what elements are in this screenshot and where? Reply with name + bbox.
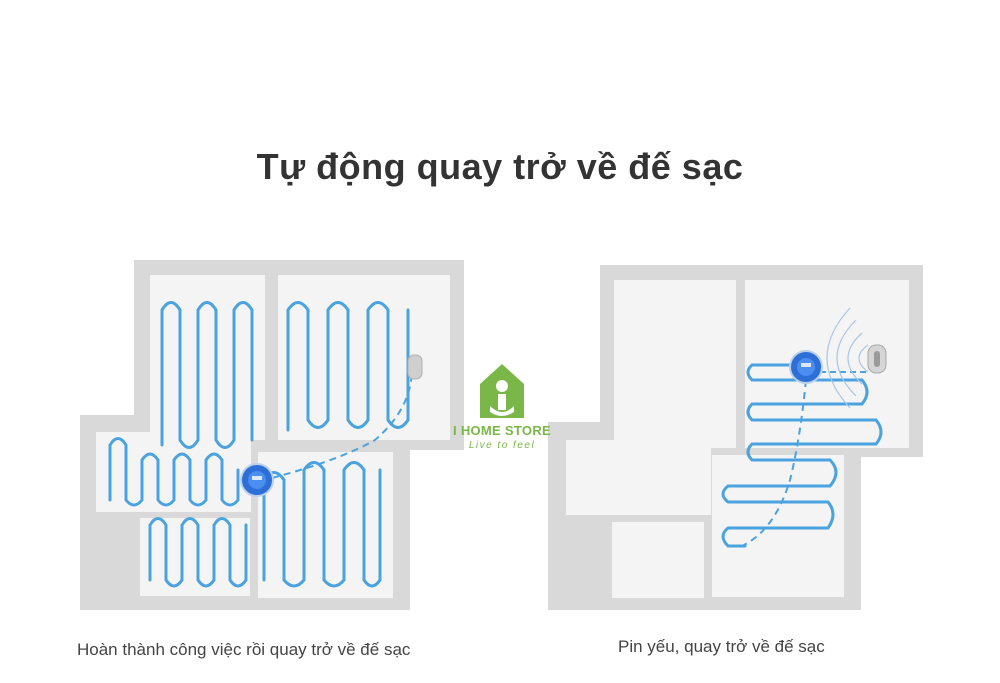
- left-return-path: [271, 371, 413, 479]
- right-return-path: [741, 379, 807, 547]
- right-walls: [548, 265, 923, 610]
- charging-dock-icon: [407, 354, 423, 380]
- logo-brand-text: I HOME STORE: [453, 423, 551, 438]
- right-cleaning-path: [721, 363, 883, 548]
- left-cleaning-path: [108, 301, 410, 588]
- robot-vacuum-icon: [240, 463, 274, 497]
- house-person-icon: [480, 364, 524, 418]
- logo-tagline: Live to feel: [468, 440, 536, 451]
- left-caption: Hoàn thành công việc rồi quay trở về đế …: [77, 640, 411, 659]
- page-title: Tự động quay trở về đế sạc: [256, 146, 744, 187]
- charging-dock-icon: [867, 344, 887, 374]
- signal-waves-icon: [826, 307, 869, 409]
- right-caption: Pin yếu, quay trở về đế sạc: [618, 637, 825, 656]
- brand-logo: I HOME STORE Live to feel: [444, 360, 560, 455]
- robot-vacuum-icon: [789, 350, 823, 384]
